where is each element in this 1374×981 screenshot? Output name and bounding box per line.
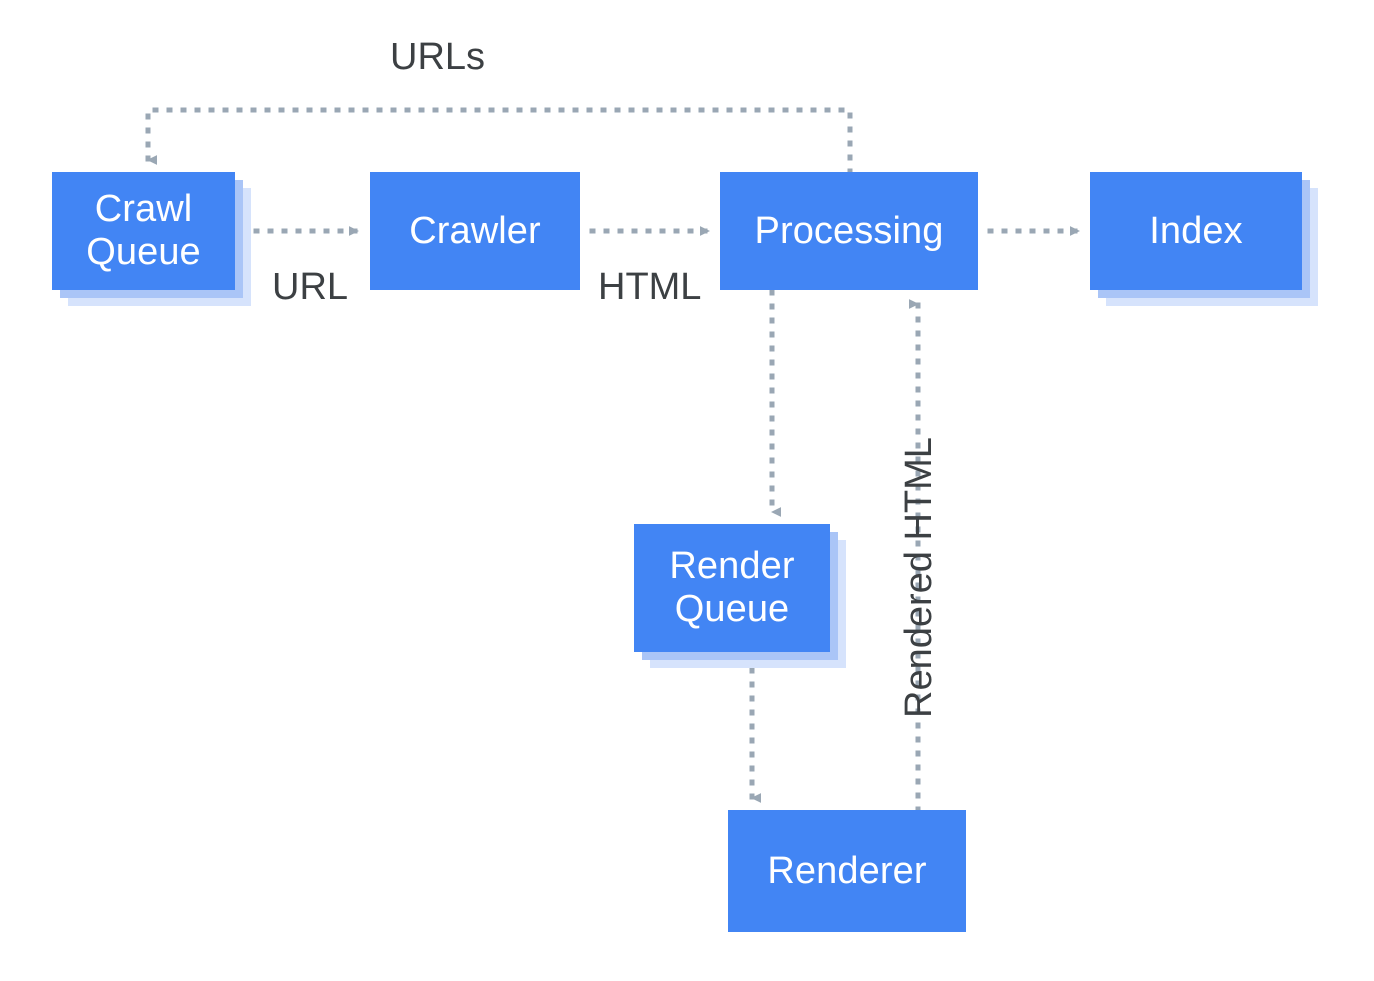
node-crawl-queue[interactable]: Crawl Queue	[52, 172, 251, 306]
node-face: Processing	[720, 172, 978, 290]
edge-label-url: URL	[272, 266, 349, 308]
node-label-crawler: Crawler	[409, 209, 541, 252]
node-face: Render Queue	[634, 524, 830, 652]
node-index[interactable]: Index	[1090, 172, 1318, 306]
node-label-processing: Processing	[754, 209, 944, 252]
edge-label-urls: URLs	[390, 36, 486, 78]
edge-urls	[145, 107, 853, 175]
edge-label-rendered-html: Rendered HTML	[898, 437, 940, 718]
node-renderer[interactable]: Renderer	[728, 810, 966, 932]
node-face: Index	[1090, 172, 1302, 290]
node-label-crawl-queue: Crawl Queue	[86, 188, 201, 273]
node-face: Crawl Queue	[52, 172, 235, 290]
node-crawler[interactable]: Crawler	[370, 172, 580, 290]
node-label-index: Index	[1149, 209, 1243, 252]
node-label-render-queue: Render Queue	[669, 545, 795, 630]
node-face: Crawler	[370, 172, 580, 290]
node-face: Renderer	[728, 810, 966, 932]
node-label-renderer: Renderer	[767, 849, 927, 892]
node-processing[interactable]: Processing	[720, 172, 978, 290]
node-render-queue[interactable]: Render Queue	[634, 524, 846, 668]
edge-label-html: HTML	[598, 266, 702, 308]
